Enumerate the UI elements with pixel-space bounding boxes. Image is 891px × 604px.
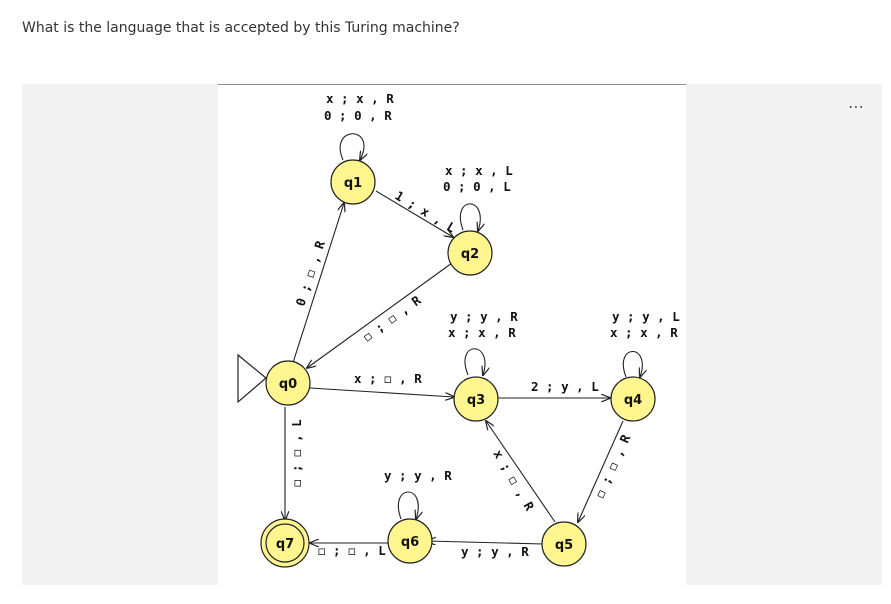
state-q6-label: q6 <box>401 535 419 550</box>
more-options-icon[interactable]: ⋯ <box>848 97 864 116</box>
state-q3-label: q3 <box>467 393 485 408</box>
image-top-border <box>218 84 686 85</box>
state-q5-label: q5 <box>555 538 573 553</box>
loop-q1 <box>339 133 364 160</box>
label-q6-loop: y ; y , R <box>384 468 452 483</box>
turing-machine-diagram: q1 q2 q0 q3 q4 q7 q6 q5 x ; x , R 0 ; 0 … <box>237 91 680 568</box>
state-q1-node <box>330 159 376 205</box>
label-q3-q4: 2 ; y , L <box>531 379 599 394</box>
state-q7-inner <box>265 523 305 563</box>
label-q1-loop-2: 0 ; 0 , R <box>324 108 392 123</box>
label-q4-loop-1: y ; y , L <box>612 309 680 324</box>
edge-q0-q1 <box>290 203 344 370</box>
loop-q6 <box>397 491 418 519</box>
label-q0-q3: x ; ◻ , R <box>354 371 422 386</box>
label-q0-q1: 0 ; ◻ , R <box>293 238 328 308</box>
label-q3-loop-1: y ; y , R <box>450 309 518 324</box>
state-q0-node <box>265 360 311 406</box>
edge-q2-q0 <box>307 262 453 368</box>
loop-q3 <box>464 348 485 375</box>
state-q3-node <box>453 376 499 422</box>
left-margin-panel <box>22 84 218 585</box>
loop-q2 <box>459 203 480 231</box>
edge-q5-q6 <box>427 541 544 544</box>
label-q2-q0: ◻ ; ◻ , R <box>360 292 424 344</box>
state-q4-label: q4 <box>624 393 642 408</box>
state-q7-label: q7 <box>276 537 294 552</box>
label-q5-q6: y ; y , R <box>461 544 529 559</box>
state-q1-label: q1 <box>344 176 362 191</box>
label-q4-loop-2: x ; x , R <box>610 325 678 340</box>
label-q1-q2: 1 ; x , L <box>392 188 458 236</box>
edge-q1-q2 <box>375 190 453 237</box>
state-q6-node <box>387 518 433 564</box>
label-q0-q7: ◻ ; ◻ , L <box>289 419 304 487</box>
state-q5-node <box>541 521 587 567</box>
question-text: What is the language that is accepted by… <box>22 20 460 36</box>
label-q1-loop-1: x ; x , R <box>326 91 394 106</box>
label-q4-q5: ◻ ; ◻ , R <box>592 432 633 500</box>
right-margin-panel <box>686 84 882 585</box>
state-q2-node <box>447 230 493 276</box>
edge-q0-q3 <box>309 387 454 397</box>
state-q2-label: q2 <box>461 247 479 262</box>
edge-q4-q5 <box>578 420 624 522</box>
loop-q4 <box>622 351 642 378</box>
start-arrow-icon <box>237 353 267 404</box>
state-q4-node <box>610 376 656 422</box>
label-q2-loop-1: x ; x , L <box>445 163 513 178</box>
label-q5-q3: x ; ◻ , R <box>490 447 537 514</box>
label-q3-loop-2: x ; x , R <box>448 325 516 340</box>
edge-q5-q3 <box>486 421 556 523</box>
label-q2-loop-2: 0 ; 0 , L <box>443 179 511 194</box>
label-q6-q7: ◻ ; ◻ , L <box>318 543 386 558</box>
state-q0-label: q0 <box>279 377 297 392</box>
